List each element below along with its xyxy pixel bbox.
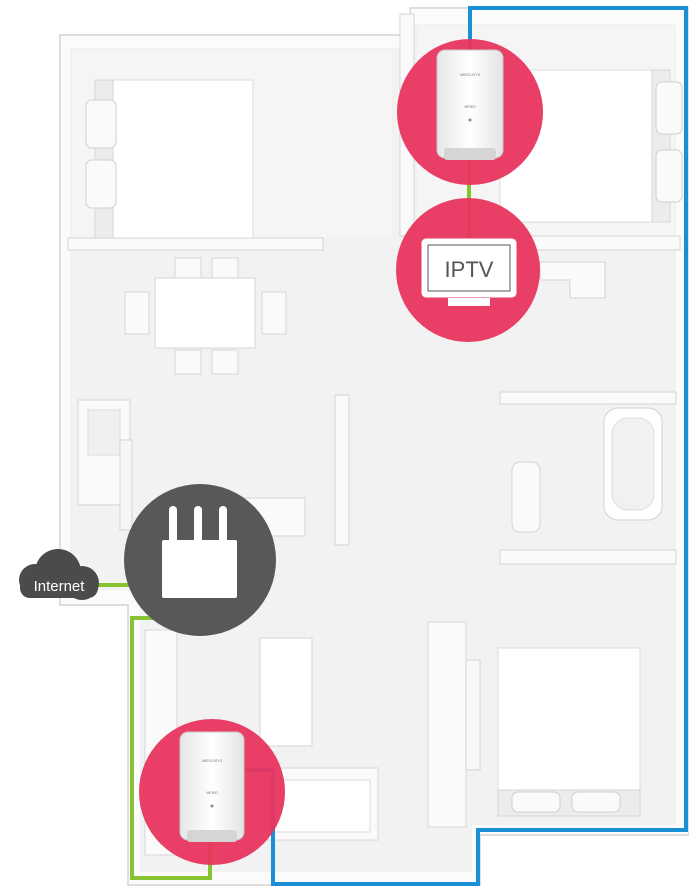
powerline-adapter-icon: MERCUSYS MP500 [180, 732, 244, 842]
adapter-brand-text: MERCUSYS [202, 759, 223, 763]
adapter-model-text: MP500 [464, 105, 475, 109]
internet-label: Internet [34, 578, 86, 595]
top-adapter-group: MERCUSYS MP500 [397, 39, 543, 185]
adapter-model-text: MP500 [206, 791, 217, 795]
router-icon [162, 506, 237, 598]
bedroom-top-left [68, 50, 392, 250]
router-group [124, 484, 276, 636]
adapter-brand-text: MERCUSYS [460, 73, 481, 77]
tv-icon: IPTV [423, 240, 515, 306]
tv-label: IPTV [445, 257, 494, 282]
powerline-adapter-icon: MERCUSYS MP500 [437, 50, 503, 160]
bottom-adapter-group: MERCUSYS MP500 [139, 719, 285, 865]
tv-group: IPTV [396, 198, 540, 342]
